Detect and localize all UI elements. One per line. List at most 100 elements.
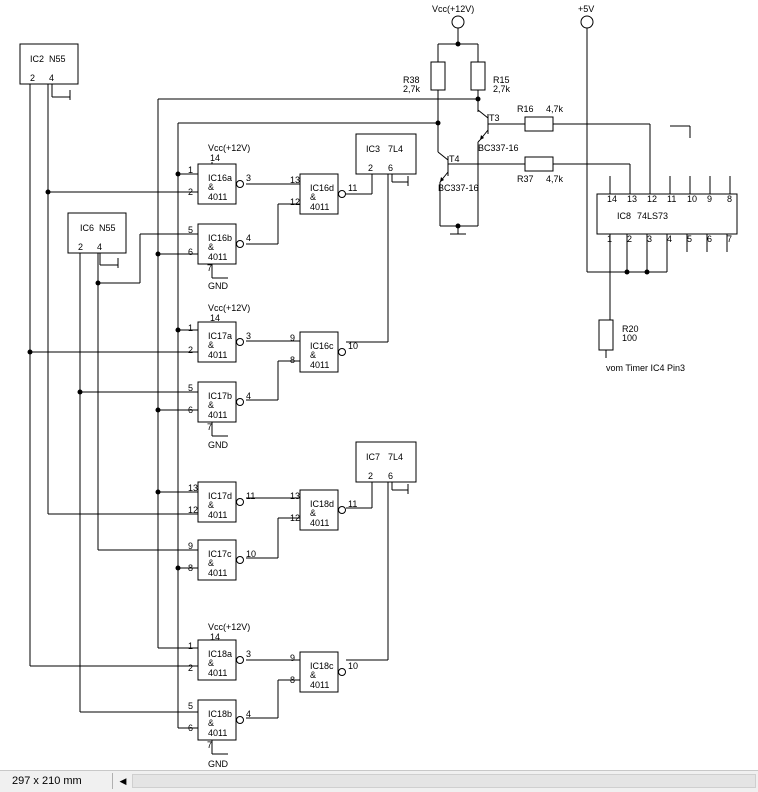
gate-label: IC17d (208, 491, 232, 501)
gate-label: IC18d (310, 499, 334, 509)
scroll-left-icon[interactable]: ◀ (119, 776, 127, 786)
gate-type: 4011 (208, 568, 227, 578)
svg-text:R16: R16 (517, 104, 534, 114)
pin-out: 11 (348, 499, 357, 509)
gate-body (299, 651, 339, 693)
pin-in1: 5 (188, 383, 193, 393)
svg-text:GND: GND (208, 281, 229, 291)
pin-in2: 6 (188, 247, 193, 257)
pin-in1: 5 (188, 701, 193, 711)
schematic-diagram: Vcc(+12V) R38 2,7k R15 2,7k T3 BC337-16 (19, 4, 738, 769)
gate-type: 4011 (310, 360, 329, 370)
gate-type: 4011 (310, 202, 329, 212)
inverter-bubble (236, 498, 244, 506)
inverter-bubble (236, 656, 244, 664)
gate-symbol: & (310, 670, 316, 680)
gate-body (197, 163, 237, 205)
svg-text:4: 4 (667, 234, 672, 244)
svg-text:10: 10 (687, 194, 697, 204)
svg-text:7L4: 7L4 (388, 144, 403, 154)
pin-out: 10 (348, 341, 358, 351)
inverter-bubble (236, 716, 244, 724)
svg-text:Vcc(+12V): Vcc(+12V) (208, 143, 250, 153)
gate-symbol: & (208, 558, 214, 568)
gate-label: IC16a (208, 173, 232, 183)
svg-text:14: 14 (607, 194, 617, 204)
svg-text:4,7k: 4,7k (546, 104, 564, 114)
resistor-r38: R38 2,7k (403, 44, 446, 120)
svg-text:12: 12 (647, 194, 657, 204)
svg-text:R15: R15 (493, 75, 510, 85)
svg-text:3: 3 (647, 234, 652, 244)
gate-label: IC17a (208, 331, 232, 341)
timer-note: vom Timer IC4 Pin3 (606, 363, 685, 373)
inverter-bubble (338, 668, 346, 676)
inverter-bubble (338, 348, 346, 356)
pin-in2: 12 (290, 197, 300, 207)
pin-out: 3 (246, 173, 251, 183)
pin-in1: 9 (290, 333, 295, 343)
svg-text:14: 14 (210, 313, 220, 323)
pin-out: 4 (246, 709, 251, 719)
pin-in2: 8 (290, 355, 295, 365)
svg-text:T3: T3 (489, 113, 500, 123)
pin-in2: 2 (188, 663, 193, 673)
gate-body (197, 539, 237, 581)
gate-symbol: & (208, 718, 214, 728)
ic6-n55: IC6 N55 2 4 (67, 212, 127, 268)
svg-text:2: 2 (368, 471, 373, 481)
inverter-bubble (236, 240, 244, 248)
gate-label: IC16c (310, 341, 334, 351)
svg-text:4: 4 (49, 73, 54, 83)
inverter-bubble (338, 190, 346, 198)
pin-in1: 9 (290, 653, 295, 663)
svg-text:BC337-16: BC337-16 (478, 143, 519, 153)
pin-in2: 2 (188, 345, 193, 355)
gate-symbol: & (208, 242, 214, 252)
gate-label: IC18c (310, 661, 334, 671)
svg-text:13: 13 (627, 194, 637, 204)
transistor-t4: T4 BC337-16 (437, 151, 525, 193)
gate-symbol: & (310, 350, 316, 360)
schematic-canvas[interactable]: Vcc(+12V) R38 2,7k R15 2,7k T3 BC337-16 (0, 0, 758, 770)
svg-text:IC7: IC7 (366, 452, 380, 462)
svg-text:T4: T4 (449, 154, 460, 164)
gate-type: 4011 (208, 192, 227, 202)
pin-in1: 5 (188, 225, 193, 235)
pin-out: 4 (246, 391, 251, 401)
pin-in1: 9 (188, 541, 193, 551)
svg-text:6: 6 (388, 471, 393, 481)
svg-text:Vcc(+12V): Vcc(+12V) (208, 303, 250, 313)
pin-out: 10 (348, 661, 358, 671)
svg-text:R38: R38 (403, 75, 420, 85)
gate-symbol: & (310, 508, 316, 518)
gate-type: 4011 (208, 668, 227, 678)
resistor-r15: R15 2,7k (470, 44, 511, 112)
ic16-power: Vcc(+12V) 14 7 GND (207, 143, 250, 291)
svg-text:Vcc(+12V): Vcc(+12V) (208, 622, 250, 632)
gate-symbol: & (208, 658, 214, 668)
horizontal-scrollbar[interactable] (132, 774, 756, 788)
pin-in1: 13 (290, 491, 300, 501)
inverter-bubble (236, 180, 244, 188)
ic3-7l4: IC3 7L4 2 6 (355, 133, 417, 186)
svg-text:GND: GND (208, 440, 229, 450)
svg-text:N55: N55 (99, 223, 116, 233)
pin-in2: 12 (188, 505, 198, 515)
gate-label: IC18a (208, 649, 232, 659)
gate-body (197, 321, 237, 363)
transistor-t3: T3 BC337-16 (477, 109, 525, 153)
pin-out: 10 (246, 549, 256, 559)
svg-text:R20: R20 (622, 324, 639, 334)
pin-in1: 13 (188, 483, 198, 493)
svg-text:4: 4 (97, 242, 102, 252)
pin-out: 11 (246, 491, 255, 501)
ic8-74ls73: IC8 74LS73 14 13 12 11 10 9 8 1 2 3 4 5 … (596, 124, 738, 320)
page-size-label: 297 x 210 mm (12, 775, 82, 787)
